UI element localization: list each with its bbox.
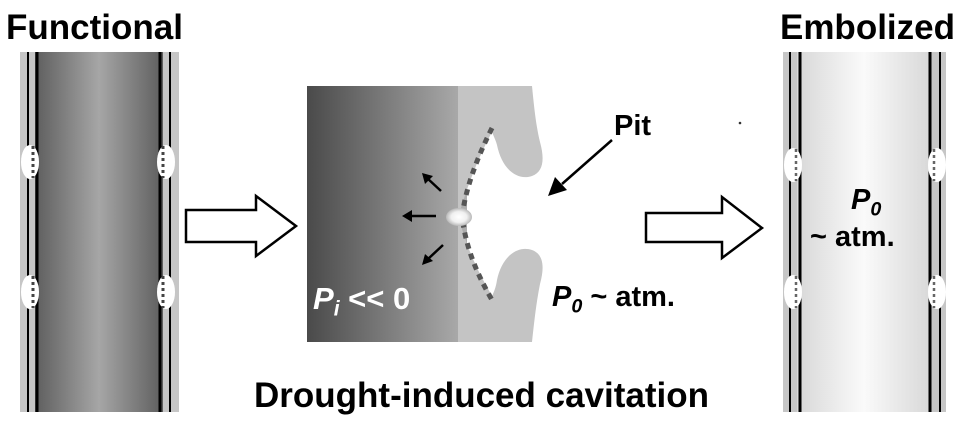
hollow-right-arrow-icon bbox=[184, 193, 299, 259]
embolized-pit-left-bottom bbox=[784, 275, 802, 309]
p0-subscript: 0 bbox=[571, 295, 583, 318]
small-black-arrow-icon bbox=[427, 244, 444, 260]
pit-detail bbox=[307, 86, 543, 342]
small-black-arrow-head bbox=[422, 173, 433, 184]
p0-symbol-right: P bbox=[851, 184, 871, 216]
p0-symbol: P bbox=[552, 281, 572, 313]
pressure-inside-label: Pi << 0 bbox=[313, 283, 410, 320]
diagram-caption: Drought-induced cavitation bbox=[254, 376, 709, 415]
small-black-arrow-head bbox=[402, 210, 412, 222]
embolized-vessel bbox=[783, 52, 946, 412]
pi-relation: << 0 bbox=[339, 281, 411, 316]
p0-relation: ~ atm. bbox=[582, 281, 675, 313]
functional-pit-left-top bbox=[21, 145, 39, 179]
p0-subscript-right: 0 bbox=[870, 198, 882, 221]
functional-pit-right-bottom bbox=[157, 275, 175, 309]
pressure-outside-label: P0 ~ atm. bbox=[552, 283, 675, 317]
functional-pit-right-top bbox=[157, 145, 175, 179]
functional-title: Functional bbox=[6, 8, 183, 47]
embolized-pressure-symbol: P0 bbox=[851, 186, 881, 220]
pi-symbol: P bbox=[313, 281, 334, 316]
functional-pit-left-bottom bbox=[21, 275, 39, 309]
hollow-right-arrow-icon bbox=[644, 194, 765, 261]
air-bubble-icon bbox=[446, 208, 472, 226]
embolized-pressure-relation: ~ atm. bbox=[810, 221, 895, 253]
embolized-pit-right-top bbox=[928, 148, 946, 182]
embolized-pit-left-top bbox=[784, 148, 802, 182]
embolized-pit-right-bottom bbox=[928, 275, 946, 309]
pit-label: Pit bbox=[614, 110, 652, 142]
speck bbox=[738, 121, 742, 125]
embolized-title: Embolized bbox=[779, 8, 955, 47]
pi-subscript: i bbox=[333, 297, 340, 321]
pit-pointer-arrow-icon bbox=[548, 139, 613, 196]
small-black-arrow-icon bbox=[426, 177, 442, 192]
functional-vessel bbox=[20, 52, 179, 412]
small-black-arrow-head bbox=[422, 254, 433, 265]
